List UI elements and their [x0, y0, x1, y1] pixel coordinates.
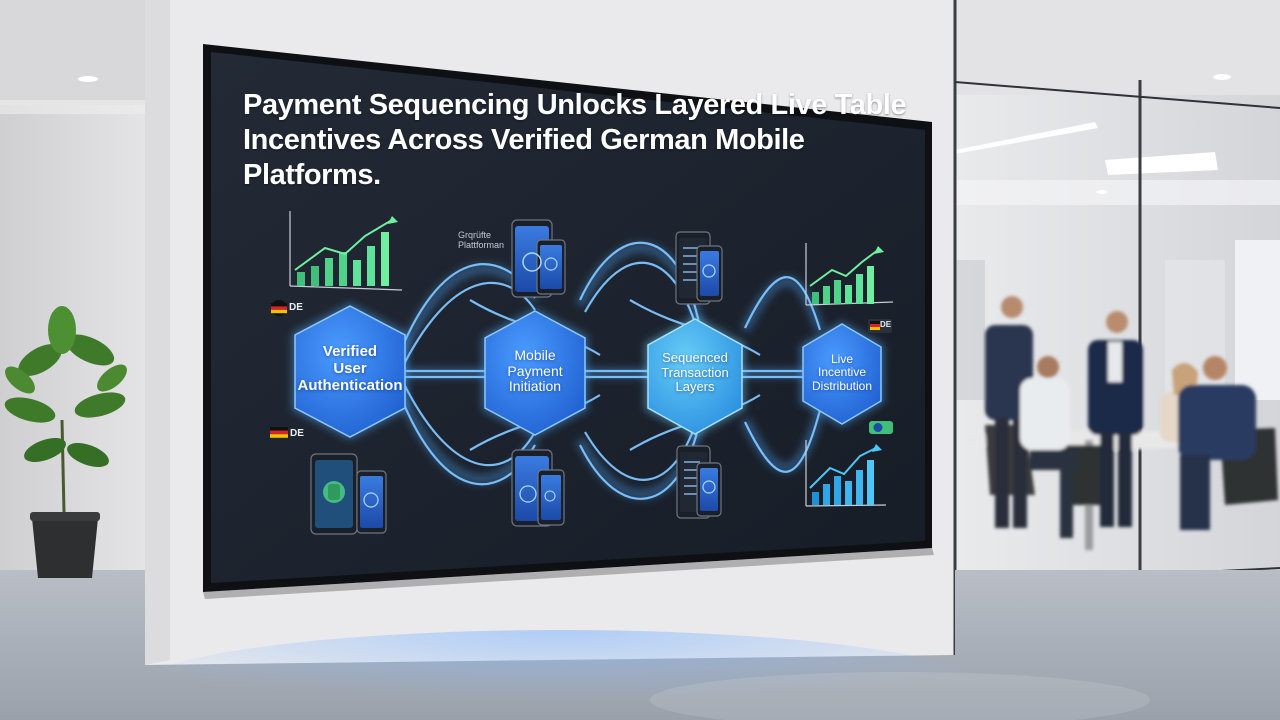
phones-bottom-center — [511, 449, 565, 527]
node-verified-auth — [294, 305, 406, 438]
potted-plant — [4, 306, 127, 578]
node-label-line: User — [333, 359, 367, 377]
node-label-line: Authentication — [297, 376, 403, 394]
node-label-line: Incentive — [817, 365, 867, 380]
node-label-line: Live — [830, 352, 853, 366]
node-hexagons — [292, 303, 884, 440]
corner-tag-line-2: Plattforman — [458, 240, 505, 251]
phones-top-center — [511, 219, 566, 298]
flag-badge-label: DE — [290, 428, 304, 439]
headline-line-2: Incentives Across Verified German Mobile… — [243, 123, 805, 191]
node-mobile-payment — [484, 310, 586, 436]
corner-tag: Grqrüfte Plattforman — [458, 230, 504, 251]
headline: Payment Sequencing Unlocks Layered Live … — [243, 88, 923, 192]
floor-reflection — [130, 630, 990, 720]
node-label-line: Layers — [675, 379, 715, 395]
node-label-live-incentive: Live Incentive Distribution — [798, 352, 886, 393]
node-label-sequenced-layers: Sequenced Transaction Layers — [645, 350, 745, 395]
ceiling-light — [78, 76, 98, 82]
node-label-line: Verified — [322, 343, 378, 360]
phones-top-right — [675, 231, 723, 305]
node-label-line: Sequenced — [662, 350, 728, 365]
growth-chart-top-right — [805, 243, 894, 306]
node-label-verified-auth: Verified User Authentication — [295, 343, 405, 394]
node-label-line: Distribution — [811, 378, 873, 393]
node-label-line: Initiation — [508, 378, 562, 395]
eu-badge-icon — [869, 421, 893, 434]
headline-line-1: Payment Sequencing Unlocks Layered Live … — [243, 89, 907, 121]
display-screen — [211, 52, 925, 583]
flag-badge-label: DE — [289, 302, 303, 313]
growth-chart-top-left — [289, 211, 403, 291]
node-label-line: Mobile — [514, 347, 556, 363]
flag-badge-label: DE — [880, 320, 892, 329]
node-label-mobile-payment: Mobile Payment Initiation — [485, 347, 585, 395]
node-label-line: Payment — [507, 362, 563, 379]
phones-bottom-right — [676, 445, 722, 519]
growth-chart-bottom-right — [805, 440, 887, 507]
meeting-people — [965, 296, 1278, 550]
german-flag-icon — [270, 427, 288, 438]
german-flag-icon — [271, 300, 287, 316]
node-live-incentive — [802, 323, 882, 425]
phones-bottom-left — [310, 453, 387, 535]
ceiling-strip-light — [955, 122, 1098, 154]
node-sequenced-layers — [647, 318, 743, 435]
german-flag-icon — [868, 319, 892, 333]
corner-tag-line-1: Grqrüfte — [458, 230, 492, 240]
node-label-line: Transaction — [661, 364, 729, 380]
